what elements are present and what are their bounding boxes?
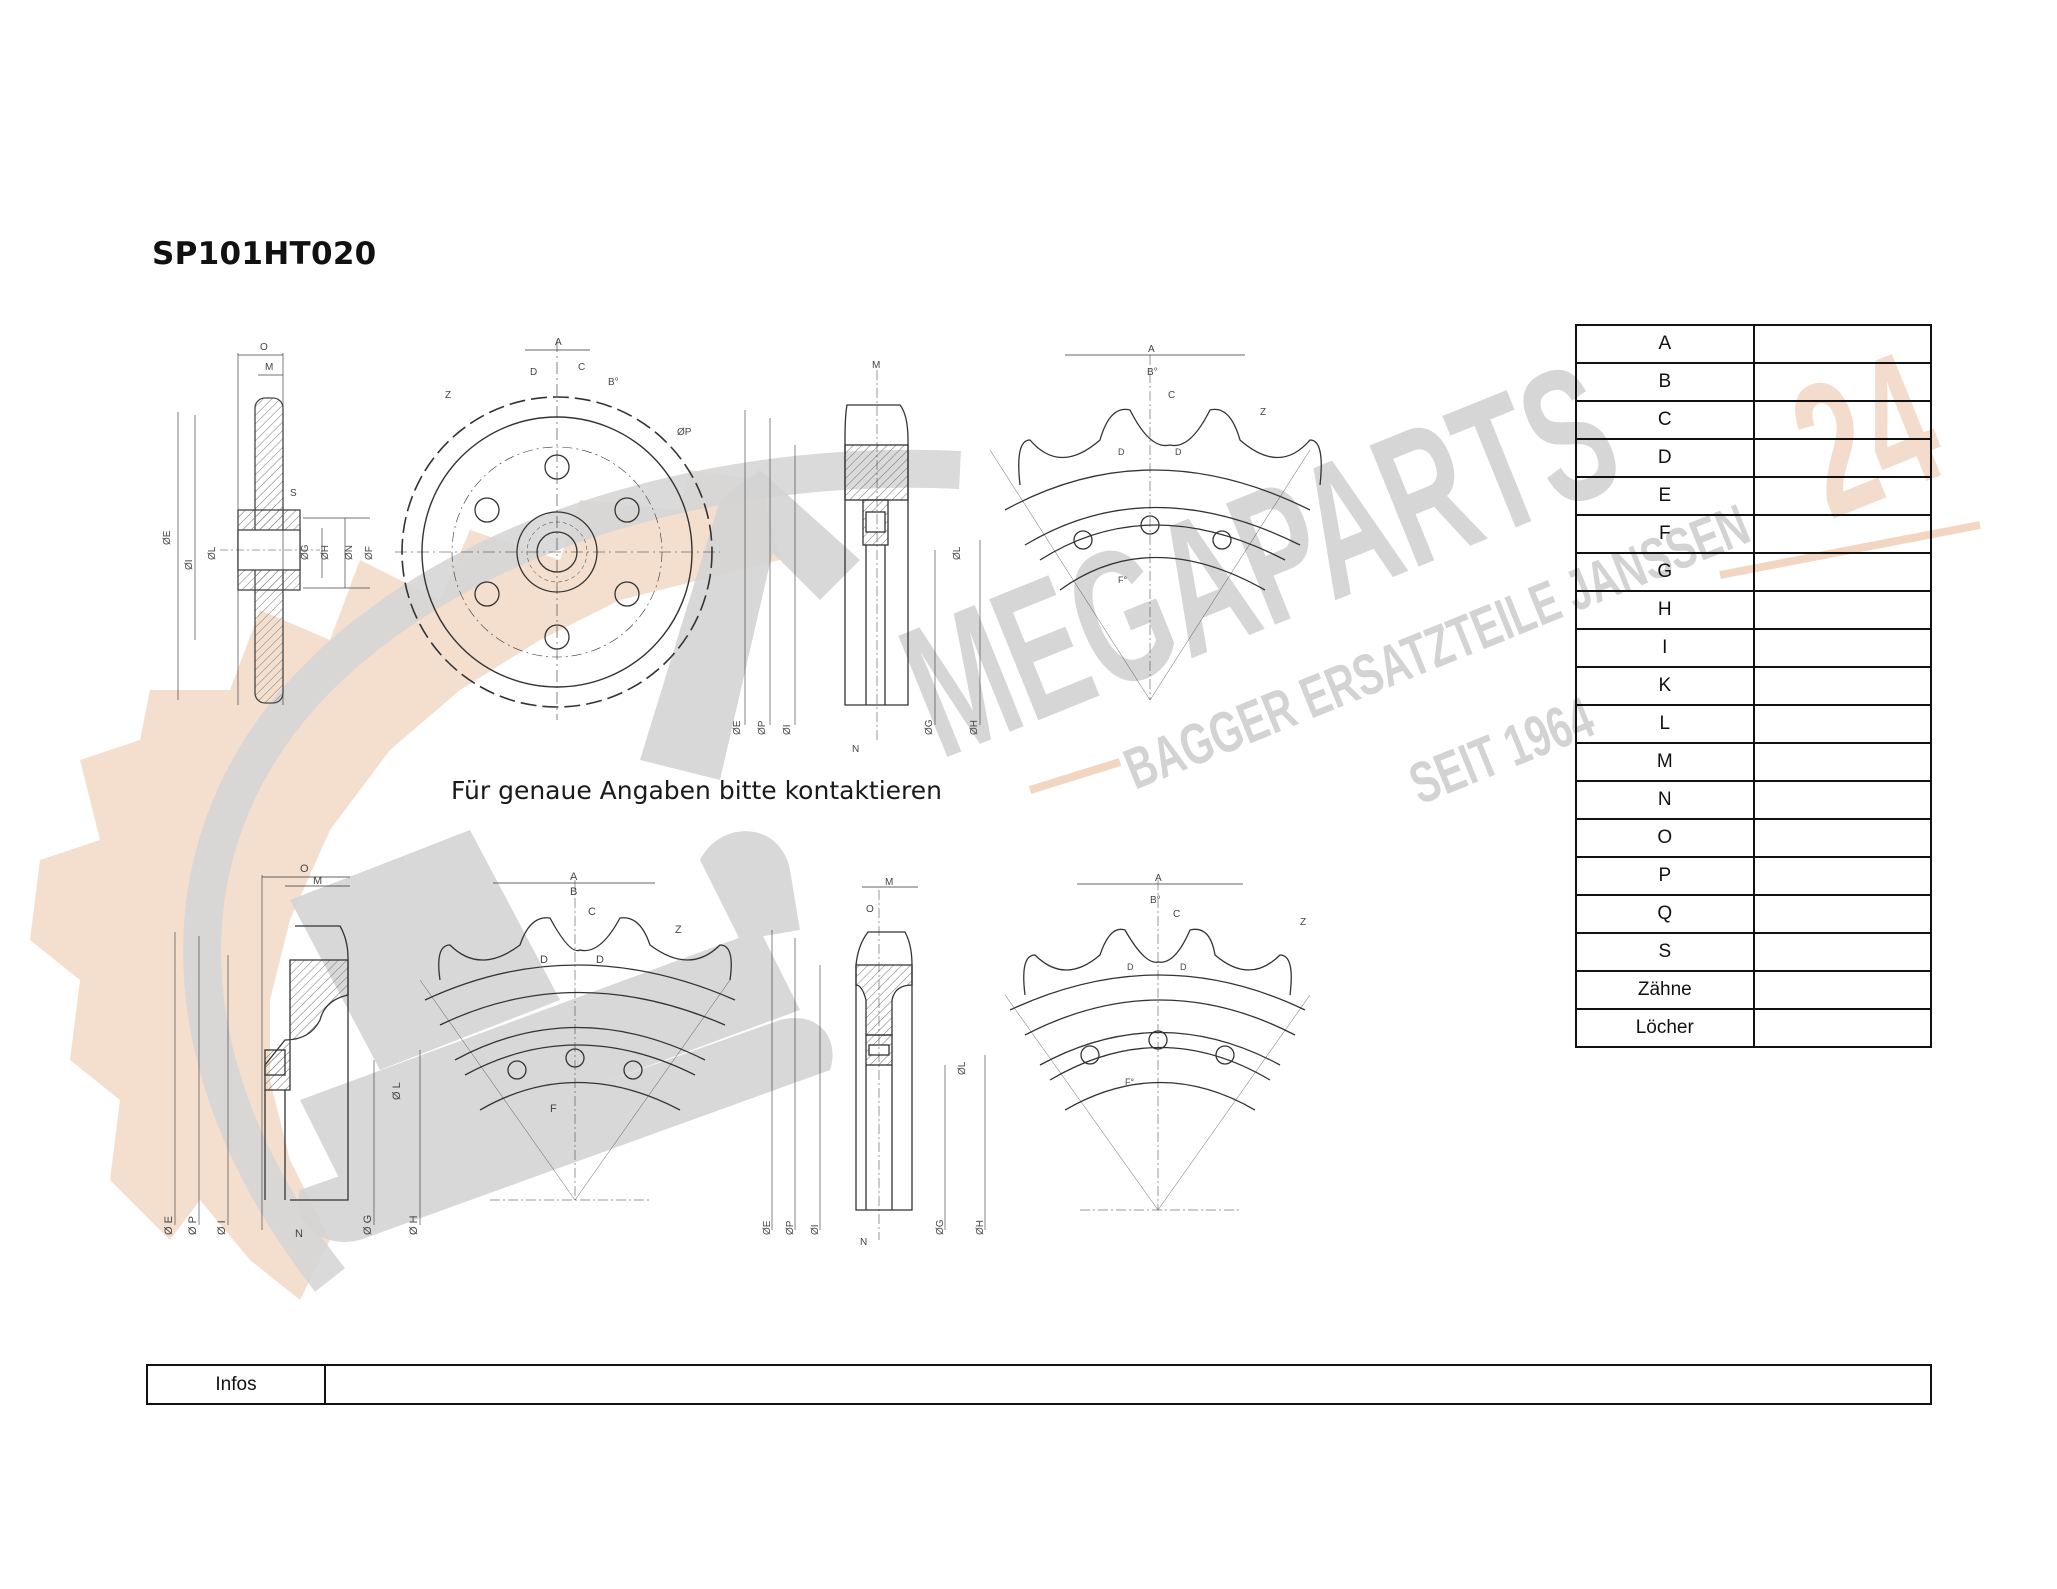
svg-text:A: A xyxy=(1148,344,1155,355)
dimension-label: L xyxy=(1575,704,1755,744)
infos-value xyxy=(324,1364,1932,1405)
svg-text:B°: B° xyxy=(1150,895,1161,906)
dimension-label: N xyxy=(1575,780,1755,820)
drawing-bottom-right-segment: A B° C D D Z F° xyxy=(1004,873,1311,1211)
table-row: F xyxy=(1575,514,1933,554)
svg-text:C: C xyxy=(1168,390,1175,401)
table-row: P xyxy=(1575,856,1933,896)
table-row: Löcher xyxy=(1575,1008,1933,1048)
table-row: B xyxy=(1575,362,1933,402)
dimension-value xyxy=(1752,514,1933,554)
dimension-value xyxy=(1752,362,1933,402)
drawing-top-right-segment: A B° C D D Z F° xyxy=(989,344,1322,701)
svg-text:D: D xyxy=(530,367,537,378)
dimension-label: O xyxy=(1575,818,1755,858)
svg-text:D: D xyxy=(1127,962,1134,972)
dimension-value xyxy=(1752,628,1933,668)
dimension-value xyxy=(1752,894,1933,934)
table-row: S xyxy=(1575,932,1933,972)
dimension-label: I xyxy=(1575,628,1755,668)
svg-text:M: M xyxy=(265,362,273,373)
svg-text:Z: Z xyxy=(445,390,451,401)
dimension-value xyxy=(1752,324,1933,364)
dimension-value xyxy=(1752,438,1933,478)
dimension-label: H xyxy=(1575,590,1755,630)
dimension-label: Zähne xyxy=(1575,970,1755,1010)
dimension-value xyxy=(1752,742,1933,782)
dimension-value xyxy=(1752,590,1933,630)
dimension-label: D xyxy=(1575,438,1755,478)
table-row: Zähne xyxy=(1575,970,1933,1010)
dimension-label: A xyxy=(1575,324,1755,364)
svg-text:ØL: ØL xyxy=(957,1061,968,1075)
svg-text:F°: F° xyxy=(1125,1077,1134,1087)
dimension-label: S xyxy=(1575,932,1755,972)
svg-text:O: O xyxy=(260,342,268,353)
dimension-label: E xyxy=(1575,476,1755,516)
svg-text:ØP: ØP xyxy=(677,427,692,438)
part-number-title: SP101HT020 xyxy=(152,236,377,272)
table-row: G xyxy=(1575,552,1933,592)
dimension-value xyxy=(1752,970,1933,1010)
svg-text:M: M xyxy=(872,360,880,371)
dimension-value xyxy=(1752,780,1933,820)
dimension-label: B xyxy=(1575,362,1755,402)
dimension-label: C xyxy=(1575,400,1755,440)
dimension-label: P xyxy=(1575,856,1755,896)
dimension-value xyxy=(1752,704,1933,744)
dimension-label: K xyxy=(1575,666,1755,706)
dimension-label: M xyxy=(1575,742,1755,782)
dimension-table: A B C D E F G H I K L M N O P Q S Zähne … xyxy=(1575,324,1933,1048)
svg-text:C: C xyxy=(578,362,585,373)
table-row: M xyxy=(1575,742,1933,782)
dimension-label: G xyxy=(1575,552,1755,592)
table-row: D xyxy=(1575,438,1933,478)
svg-text:D: D xyxy=(1180,962,1187,972)
table-row: Infos xyxy=(146,1364,1932,1405)
svg-text:F°: F° xyxy=(1118,575,1127,585)
dimension-value xyxy=(1752,1008,1933,1048)
svg-text:ØH: ØH xyxy=(975,1220,986,1235)
svg-text:A: A xyxy=(1155,873,1162,884)
dimension-value xyxy=(1752,818,1933,858)
svg-text:A: A xyxy=(555,337,562,348)
table-row: O xyxy=(1575,818,1933,858)
dimension-label: Q xyxy=(1575,894,1755,934)
table-row: K xyxy=(1575,666,1933,706)
table-row: C xyxy=(1575,400,1933,440)
contact-caption: Für genaue Angaben bitte kontaktieren xyxy=(451,776,943,805)
table-row: N xyxy=(1575,780,1933,820)
table-row: Q xyxy=(1575,894,1933,934)
svg-text:D: D xyxy=(1118,447,1125,457)
table-row: L xyxy=(1575,704,1933,744)
svg-text:D: D xyxy=(1175,447,1182,457)
svg-text:B°: B° xyxy=(608,377,619,388)
dimension-value xyxy=(1752,932,1933,972)
svg-text:Z: Z xyxy=(1300,917,1306,928)
svg-text:B°: B° xyxy=(1147,367,1158,378)
svg-text:ØH: ØH xyxy=(969,720,980,735)
dimension-value xyxy=(1752,476,1933,516)
dimension-label: F xyxy=(1575,514,1755,554)
svg-text:Z: Z xyxy=(1260,407,1266,418)
table-row: E xyxy=(1575,476,1933,516)
table-row: I xyxy=(1575,628,1933,668)
dimension-label: Löcher xyxy=(1575,1008,1755,1048)
dimension-value xyxy=(1752,856,1933,896)
svg-text:C: C xyxy=(1173,909,1180,920)
infos-box: Infos xyxy=(146,1364,1932,1405)
table-row: H xyxy=(1575,590,1933,630)
table-row: A xyxy=(1575,324,1933,364)
infos-label: Infos xyxy=(146,1364,326,1405)
dimension-value xyxy=(1752,666,1933,706)
dimension-value xyxy=(1752,552,1933,592)
dimension-value xyxy=(1752,400,1933,440)
